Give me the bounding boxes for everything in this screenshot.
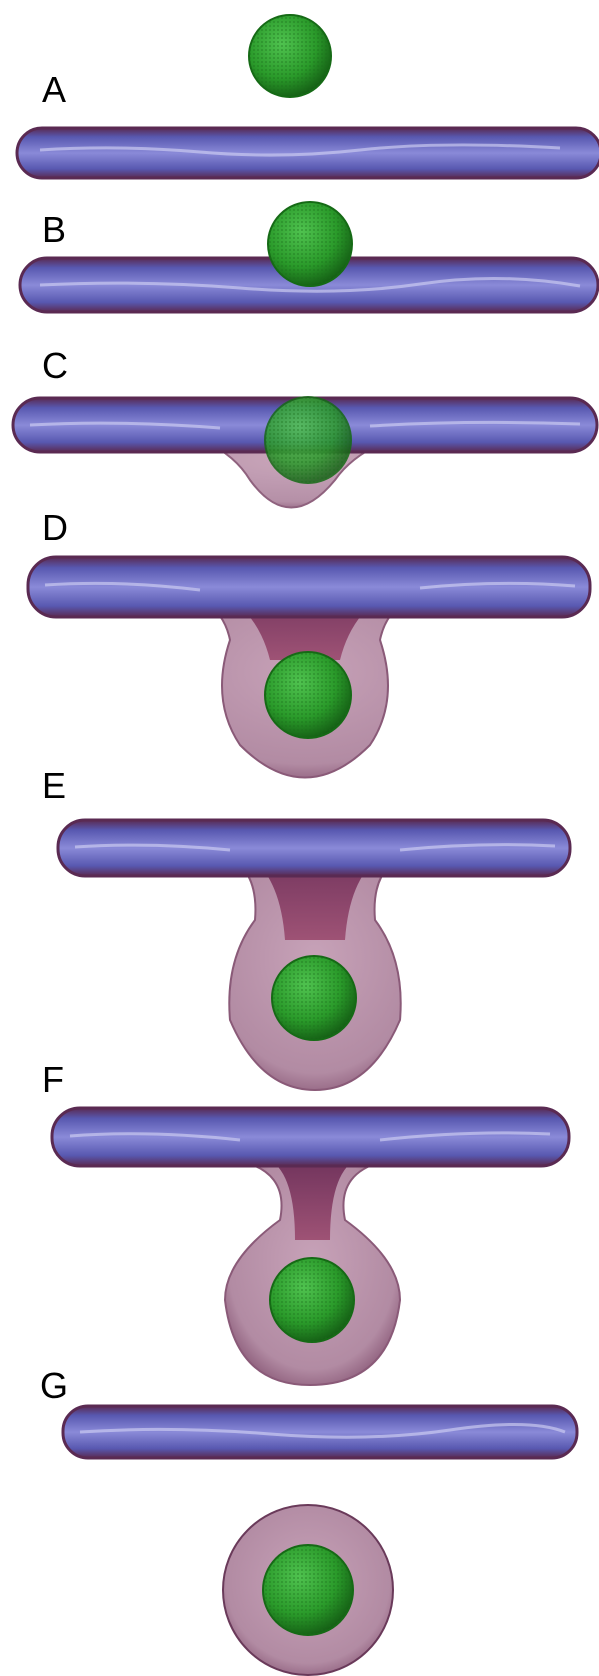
panel-c [13,397,597,508]
panel-b [20,202,598,312]
particle-texture [249,15,331,97]
panel-f [52,1108,569,1385]
particle-texture [265,397,351,483]
particle-texture [268,202,352,286]
particle-texture [263,1545,353,1635]
panel-e [58,820,570,1090]
membrane [58,820,570,876]
particle-texture [265,652,351,738]
panel-a [17,15,599,178]
panel-g [63,1406,577,1675]
membrane [63,1406,577,1458]
particle-texture [270,1258,354,1342]
particle-texture [272,956,356,1040]
panel-d [28,557,590,778]
membrane [52,1108,569,1166]
membrane [28,557,590,617]
